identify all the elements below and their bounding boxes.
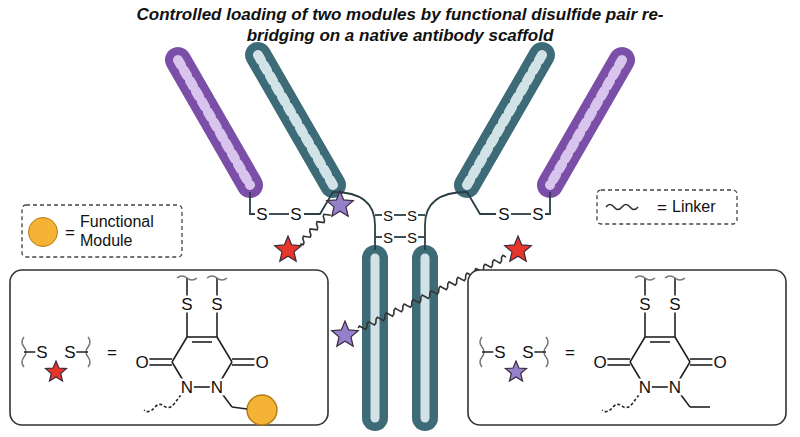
legend-text: Functional Module <box>80 212 178 250</box>
sulfur-atom: S <box>180 296 193 313</box>
module-swatch <box>28 217 58 247</box>
bridge-star <box>505 236 532 261</box>
legend-text: Linker <box>672 198 716 216</box>
sulfur-atom: S <box>668 296 681 313</box>
equals-sign: = <box>656 199 668 216</box>
sulfur-atom: S <box>210 296 223 313</box>
sulfur-atom: S <box>406 230 418 245</box>
nitrogen-atom: N <box>638 379 652 396</box>
nitrogen-atom: N <box>668 379 682 396</box>
sulfur-atom: S <box>531 206 544 223</box>
sulfur-atom: S <box>63 344 76 361</box>
sulfur-atom: S <box>382 230 394 245</box>
bridge-star <box>46 361 67 381</box>
oxygen-atom: O <box>592 354 607 371</box>
figure-title: Controlled loading of two modules by fun… <box>110 4 690 46</box>
bridge-star <box>506 361 527 381</box>
bridge-star <box>327 191 354 216</box>
sulfur-atom: S <box>35 344 48 361</box>
equals-sign: = <box>106 344 118 361</box>
sulfur-atom: S <box>382 208 394 223</box>
equals-sign: = <box>64 224 76 241</box>
bridge-star <box>332 321 359 346</box>
equals-sign: = <box>564 344 576 361</box>
bridge-star <box>275 236 302 261</box>
sulfur-atom: S <box>638 296 651 313</box>
nitrogen-atom: N <box>210 379 224 396</box>
sulfur-atom: S <box>497 206 510 223</box>
sulfur-atom: S <box>521 344 534 361</box>
sulfur-atom: S <box>255 206 268 223</box>
sulfur-atom: S <box>289 206 302 223</box>
oxygen-atom: O <box>134 354 149 371</box>
oxygen-atom: O <box>712 354 727 371</box>
nitrogen-atom: N <box>180 379 194 396</box>
oxygen-atom: O <box>254 354 269 371</box>
sulfur-atom: S <box>493 344 506 361</box>
sulfur-atom: S <box>406 208 418 223</box>
linker-wave <box>300 214 331 244</box>
